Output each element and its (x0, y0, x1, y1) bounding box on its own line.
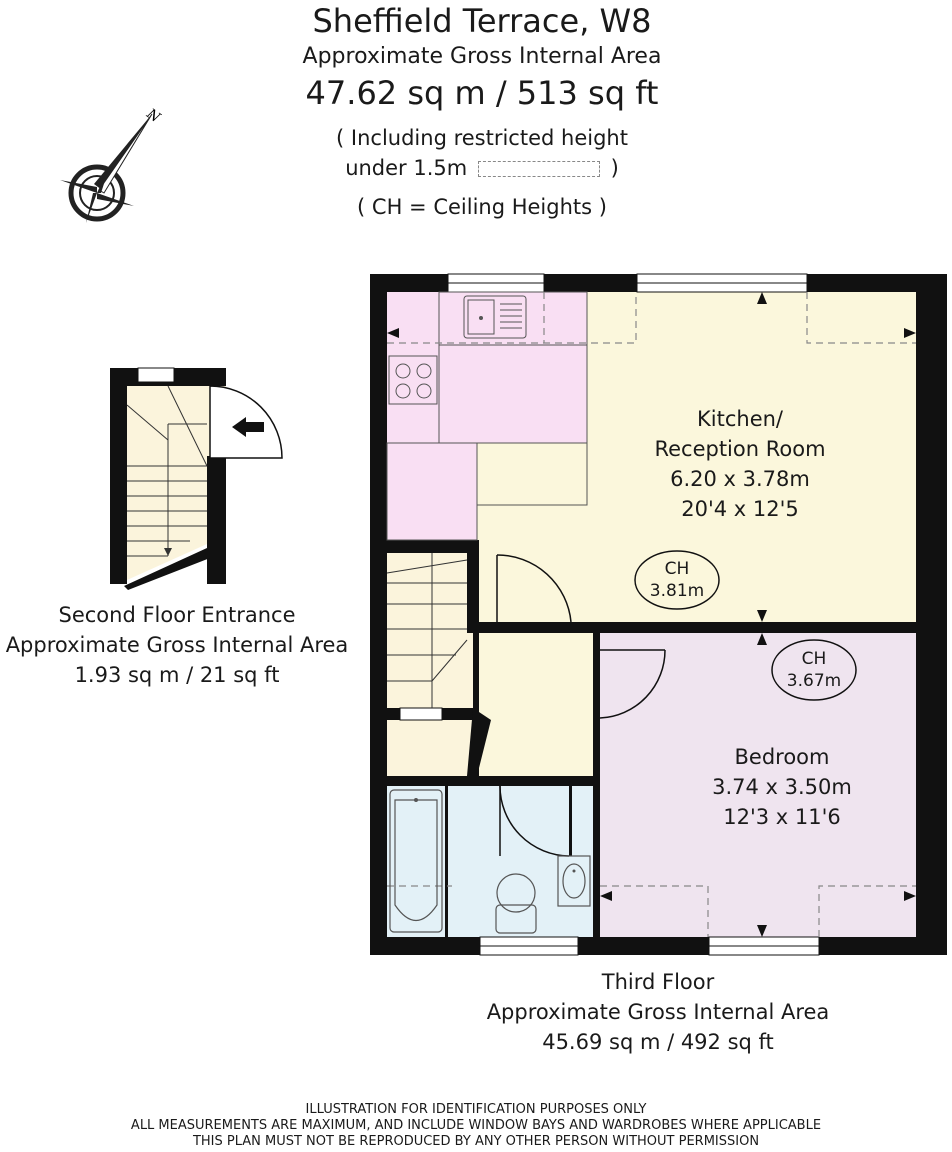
second-floor-area-label: Approximate Gross Internal Area (5, 633, 349, 657)
kitchen-ch-value: 3.81m (649, 581, 705, 601)
bedroom-ceiling-height: CH 3.67m (772, 648, 856, 692)
plan-subtitle: Approximate Gross Internal Area (302, 44, 662, 69)
bedroom-name: Bedroom (734, 745, 830, 769)
kitchen-imperial: 20'4 x 12'5 (681, 497, 799, 521)
kitchen-ch-label: CH (664, 559, 690, 579)
third-floor-name: Third Floor (601, 970, 715, 994)
disclaimer-line-2: ALL MEASUREMENTS ARE MAXIMUM, AND INCLUD… (130, 1118, 822, 1133)
kitchen-ceiling-height: CH 3.81m (635, 558, 719, 602)
kitchen-name-2: Reception Room (654, 437, 826, 461)
third-floor-area: 45.69 sq m / 492 sq ft (542, 1030, 774, 1054)
restricted-height-note-2: under 1.5m ) (282, 156, 682, 180)
kitchen-metric: 6.20 x 3.78m (670, 467, 810, 491)
bedroom-ch-label: CH (801, 649, 827, 669)
total-area: 47.62 sq m / 513 sq ft (305, 74, 659, 112)
ceiling-height-note: ( CH = Ceiling Heights ) (357, 195, 607, 219)
disclaimer-line-3: THIS PLAN MUST NOT BE REPRODUCED BY ANY … (192, 1134, 760, 1149)
restricted-height-suffix: ) (610, 156, 619, 180)
disclaimer-line-1: ILLUSTRATION FOR IDENTIFICATION PURPOSES… (305, 1102, 647, 1117)
kitchen-room-label: Kitchen/ Reception Room 6.20 x 3.78m 20'… (620, 404, 860, 524)
restricted-height-note: ( Including restricted height (336, 126, 628, 150)
plan-title: Sheffield Terrace, W8 (312, 2, 652, 40)
bedroom-ch-value: 3.67m (786, 671, 842, 691)
bedroom-room-label: Bedroom 3.74 x 3.50m 12'3 x 11'6 (662, 742, 902, 832)
second-floor-name: Second Floor Entrance (58, 603, 296, 627)
bedroom-imperial: 12'3 x 11'6 (723, 805, 841, 829)
third-floor-area-label: Approximate Gross Internal Area (486, 1000, 830, 1024)
kitchen-name: Kitchen/ (697, 407, 783, 431)
second-floor-area: 1.93 sq m / 21 sq ft (74, 663, 280, 687)
restricted-height-prefix: under 1.5m (345, 156, 468, 180)
second-floor-entrance-plan (110, 367, 283, 590)
bedroom-metric: 3.74 x 3.50m (712, 775, 852, 799)
compass-rose-icon: N (60, 105, 163, 223)
third-floor-plan (370, 273, 947, 956)
restricted-height-key (477, 161, 600, 177)
